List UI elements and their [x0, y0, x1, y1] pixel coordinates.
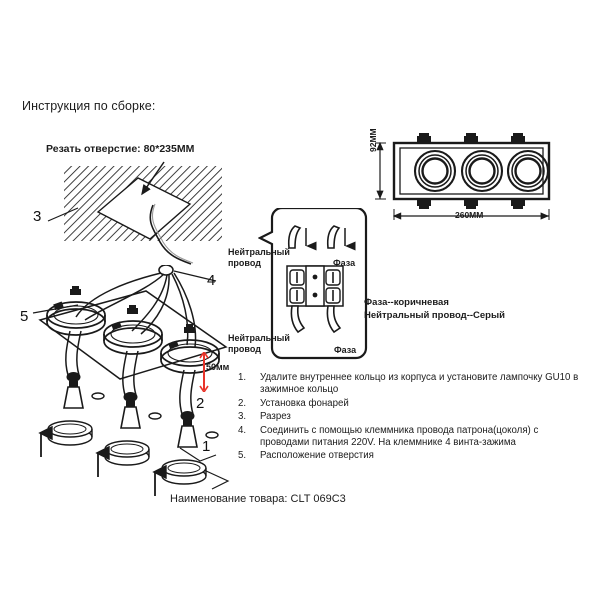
- page-title: Инструкция по сборке:: [22, 99, 156, 113]
- legend-neutral: Нейтральный провод--Серый: [364, 310, 505, 321]
- wiring-detail-callout-box: [258, 208, 368, 360]
- callout-3-leader: [47, 207, 79, 222]
- terminal-block-wiring-diagram: [286, 225, 356, 334]
- label-phase-top: Фаза: [333, 258, 356, 268]
- list-item: 1. Удалите внутреннее кольцо из корпуса …: [238, 372, 586, 397]
- step-number: 4.: [238, 424, 247, 436]
- callout-3: 3: [33, 208, 42, 225]
- assembly-perspective-view: [32, 265, 230, 496]
- label-phase-bottom: Фаза: [334, 345, 357, 355]
- callout-2: 2: [196, 395, 205, 412]
- step-text: Соединить с помощью клеммника провода па…: [260, 424, 539, 449]
- callout-4: 4: [207, 272, 216, 289]
- step-text: Установка фонарей: [260, 397, 349, 409]
- step-number: 1.: [238, 372, 247, 383]
- step-number: 5.: [238, 450, 247, 462]
- label-neutral-top: Нейтральный провод: [228, 247, 290, 268]
- legend-phase: Фаза--коричневая: [364, 297, 449, 308]
- depth-dimension-label: 50мм: [206, 362, 230, 372]
- list-item: 3. Разрез: [238, 411, 586, 423]
- product-name-label: Наименование товара: CLT 069C3: [170, 493, 346, 505]
- list-item: 5. Расположение отверстия: [238, 450, 586, 462]
- fixture-height-dimension: 92MM: [368, 128, 378, 152]
- step-number: 2.: [238, 397, 247, 409]
- ceiling-cutout-diagram: [64, 161, 222, 265]
- fixture-dimension-drawing: [375, 133, 551, 220]
- fixture-width-dimension: 260MM: [455, 210, 484, 220]
- step-text: Удалите внутреннее кольцо из корпуса и у…: [260, 372, 579, 396]
- cutout-dimension-label: Резать отверстие: 80*235MM: [46, 143, 195, 155]
- instruction-steps-list: 1. Удалите внутреннее кольцо из корпуса …: [238, 372, 586, 464]
- step-number: 3.: [238, 411, 247, 423]
- step-text: Разрез: [260, 411, 291, 423]
- label-neutral-bottom: Нейтральный провод: [228, 333, 290, 354]
- callout-1: 1: [202, 438, 211, 455]
- list-item: 4. Соединить с помощью клеммника провода…: [238, 425, 586, 450]
- step-text: Расположение отверстия: [260, 450, 374, 462]
- wire-color-legend: Фаза--коричневая Нейтральный провод--Сер…: [364, 296, 505, 322]
- depth-dimension-marker: [199, 352, 209, 392]
- list-item: 2. Установка фонарей: [238, 398, 586, 410]
- callout-5: 5: [20, 308, 29, 325]
